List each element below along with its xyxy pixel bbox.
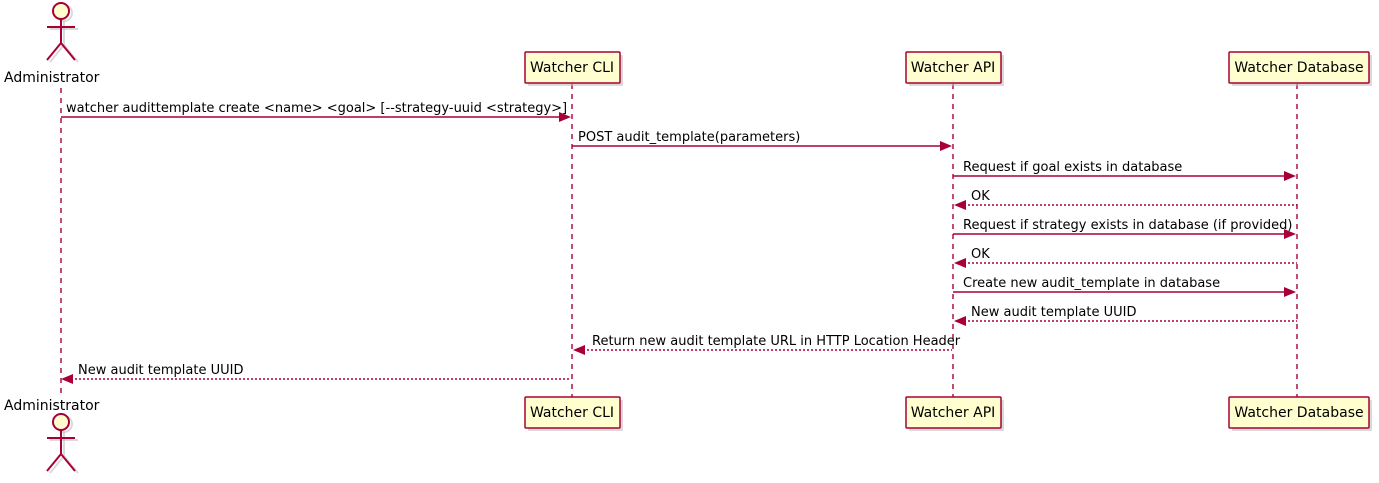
message-3[interactable]: Request if goal exists in database bbox=[953, 160, 1296, 181]
actor-label-administrator-top: Administrator bbox=[4, 70, 100, 86]
message-label-4: OK bbox=[971, 189, 990, 204]
message-label-8: New audit template UUID bbox=[971, 305, 1136, 320]
participant-watcher-database-bottom[interactable]: Watcher Database bbox=[1228, 396, 1372, 431]
participant-label-watcher-api-bottom: Watcher API bbox=[911, 405, 996, 421]
actor-icon-shadow bbox=[49, 4, 79, 63]
participant-box-watcher-cli-bottom[interactable] bbox=[524, 396, 621, 429]
message-4[interactable]: OK bbox=[954, 189, 1297, 210]
participant-label-watcher-database-top: Watcher Database bbox=[1234, 60, 1363, 76]
message-label-5: Request if strategy exists in database (… bbox=[963, 218, 1292, 233]
participant-watcher-api-top[interactable]: Watcher API bbox=[905, 51, 1004, 86]
arrow-head-left-10 bbox=[61, 374, 73, 384]
participant-watcher-cli-top[interactable]: Watcher CLI bbox=[524, 51, 623, 86]
participant-label-watcher-api-top: Watcher API bbox=[911, 60, 996, 76]
message-10[interactable]: New audit template UUID bbox=[61, 363, 571, 384]
arrow-head-left-4 bbox=[954, 200, 966, 210]
message-7[interactable]: Create new audit_template in database bbox=[953, 276, 1296, 297]
message-5[interactable]: Request if strategy exists in database (… bbox=[953, 218, 1296, 239]
message-1[interactable]: watcher audittemplate create <name> <goa… bbox=[61, 101, 571, 122]
message-label-6: OK bbox=[971, 247, 990, 262]
participant-box-watcher-cli-top[interactable] bbox=[524, 51, 621, 84]
participant-box-watcher-api-bottom[interactable] bbox=[905, 396, 1002, 429]
message-label-2: POST audit_template(parameters) bbox=[578, 130, 800, 145]
arrow-head-right-2 bbox=[940, 141, 952, 151]
actor-administrator-top[interactable]: Administrator bbox=[4, 2, 100, 86]
participant-box-watcher-database-bottom[interactable] bbox=[1228, 396, 1370, 429]
participant-watcher-cli-bottom[interactable]: Watcher CLI bbox=[524, 396, 623, 431]
actor-administrator-bottom[interactable]: Administrator bbox=[4, 398, 100, 474]
message-label-10: New audit template UUID bbox=[78, 363, 243, 378]
arrow-head-left-6 bbox=[954, 258, 966, 268]
arrow-head-right-3 bbox=[1284, 171, 1296, 181]
message-label-9: Return new audit template URL in HTTP Lo… bbox=[592, 334, 961, 349]
message-label-1: watcher audittemplate create <name> <goa… bbox=[66, 101, 567, 116]
participant-label-watcher-cli-top: Watcher CLI bbox=[530, 60, 614, 76]
message-label-3: Request if goal exists in database bbox=[963, 160, 1182, 175]
actor-label-administrator-bottom: Administrator bbox=[4, 398, 100, 414]
actor-icon-administrator-bottom bbox=[46, 413, 76, 472]
message-label-7: Create new audit_template in database bbox=[963, 276, 1220, 291]
arrow-head-right-5 bbox=[1284, 229, 1296, 239]
arrow-head-right-1 bbox=[559, 112, 571, 122]
participant-box-watcher-database-top[interactable] bbox=[1228, 51, 1370, 84]
arrow-head-left-9 bbox=[573, 345, 585, 355]
message-6[interactable]: OK bbox=[954, 247, 1297, 268]
message-8[interactable]: New audit template UUID bbox=[954, 305, 1297, 326]
participant-watcher-api-bottom[interactable]: Watcher API bbox=[905, 396, 1004, 431]
message-9[interactable]: Return new audit template URL in HTTP Lo… bbox=[573, 334, 961, 355]
actor-icon-administrator bbox=[46, 2, 76, 61]
lifelines bbox=[60, 84, 1298, 397]
participant-label-watcher-cli-bottom: Watcher CLI bbox=[530, 405, 614, 421]
arrow-head-right-7 bbox=[1284, 287, 1296, 297]
message-2[interactable]: POST audit_template(parameters) bbox=[572, 130, 952, 151]
arrow-head-left-8 bbox=[954, 316, 966, 326]
participant-label-watcher-database-bottom: Watcher Database bbox=[1234, 405, 1363, 421]
participant-watcher-database-top[interactable]: Watcher Database bbox=[1228, 51, 1372, 86]
participant-box-watcher-api-top[interactable] bbox=[905, 51, 1002, 84]
